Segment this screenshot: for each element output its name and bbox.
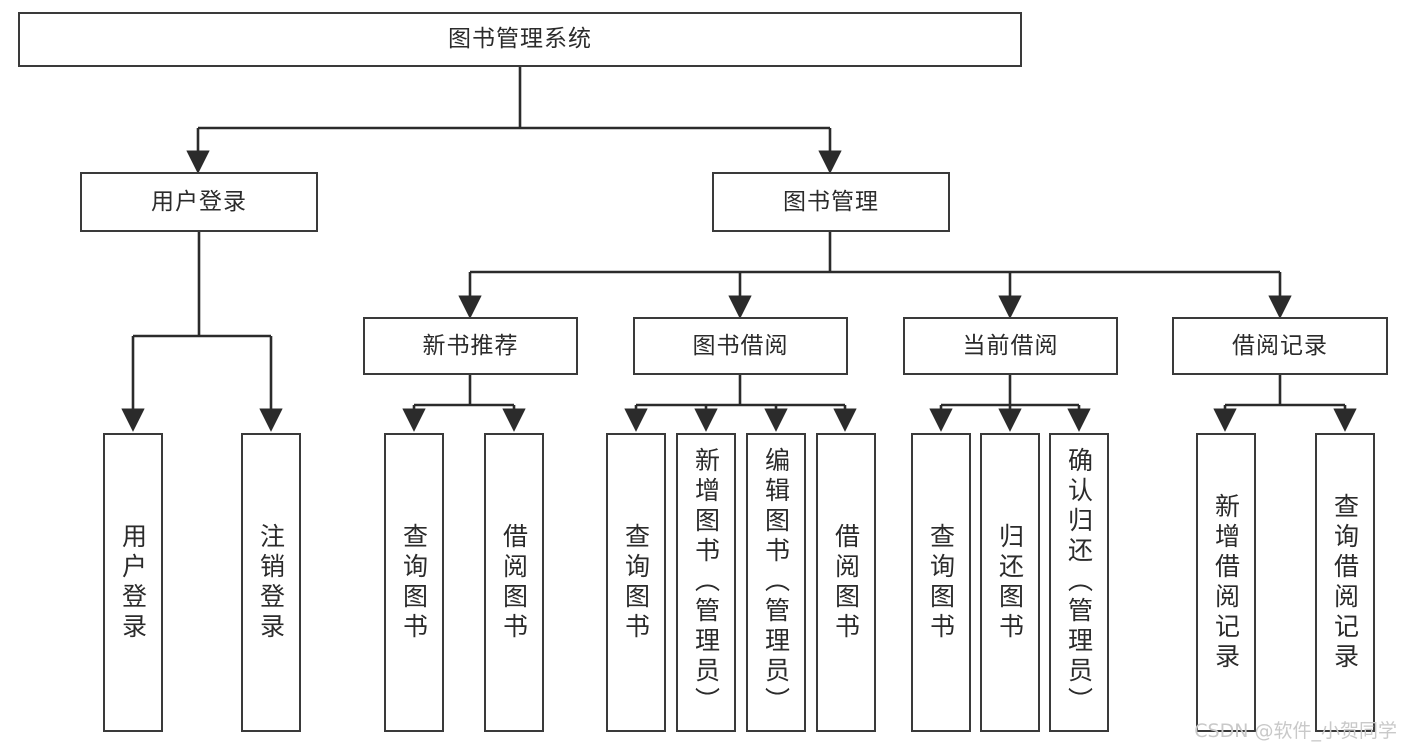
node-label: 借阅图书	[831, 522, 861, 643]
node-label: 用户登录	[118, 522, 148, 643]
node-user-login[interactable]: 用户登录	[80, 172, 318, 232]
csdn-watermark: CSDN @软件_小贺同学	[1194, 720, 1397, 742]
node-label: 当前借阅	[962, 332, 1059, 359]
node-label: 确认归还（管理员）	[1064, 447, 1094, 717]
leaf-current-query-book[interactable]: 查询图书	[911, 433, 971, 732]
leaf-new-book-borrow-book[interactable]: 借阅图书	[484, 433, 544, 732]
node-label: 查询图书	[399, 522, 429, 643]
node-label: 图书借阅	[692, 332, 789, 359]
node-label: 新增图书（管理员）	[691, 447, 721, 717]
node-label: 查询图书	[621, 522, 651, 643]
leaf-borrow-add-book-admin[interactable]: 新增图书（管理员）	[676, 433, 736, 732]
node-label: 归还图书	[995, 522, 1025, 643]
leaf-user-login-logout[interactable]: 注销登录	[241, 433, 301, 732]
node-book-borrow[interactable]: 图书借阅	[633, 317, 848, 375]
node-label: 编辑图书（管理员）	[761, 447, 791, 717]
leaf-borrow-borrow-book[interactable]: 借阅图书	[816, 433, 876, 732]
leaf-record-add-record[interactable]: 新增借阅记录	[1196, 433, 1256, 732]
node-label: 图书管理系统	[448, 26, 592, 53]
leaf-current-return-book[interactable]: 归还图书	[980, 433, 1040, 732]
leaf-current-confirm-return-admin[interactable]: 确认归还（管理员）	[1049, 433, 1109, 732]
node-current-borrow[interactable]: 当前借阅	[903, 317, 1118, 375]
leaf-user-login-login[interactable]: 用户登录	[103, 433, 163, 732]
node-new-book-recommend[interactable]: 新书推荐	[363, 317, 578, 375]
node-book-management[interactable]: 图书管理	[712, 172, 950, 232]
node-label: 注销登录	[256, 522, 286, 643]
node-label: 查询图书	[926, 522, 956, 643]
node-label: 新增借阅记录	[1211, 492, 1241, 673]
leaf-borrow-edit-book-admin[interactable]: 编辑图书（管理员）	[746, 433, 806, 732]
node-label: 借阅图书	[499, 522, 529, 643]
leaf-borrow-query-book[interactable]: 查询图书	[606, 433, 666, 732]
node-borrow-record[interactable]: 借阅记录	[1172, 317, 1388, 375]
node-label: 用户登录	[151, 188, 247, 215]
node-label: 图书管理	[783, 188, 879, 215]
node-label: 借阅记录	[1232, 332, 1328, 359]
node-root-library-system[interactable]: 图书管理系统	[18, 12, 1022, 67]
leaf-record-query-record[interactable]: 查询借阅记录	[1315, 433, 1375, 732]
node-label: 新书推荐	[422, 332, 519, 359]
node-label: 查询借阅记录	[1330, 492, 1360, 673]
leaf-new-book-query-book[interactable]: 查询图书	[384, 433, 444, 732]
